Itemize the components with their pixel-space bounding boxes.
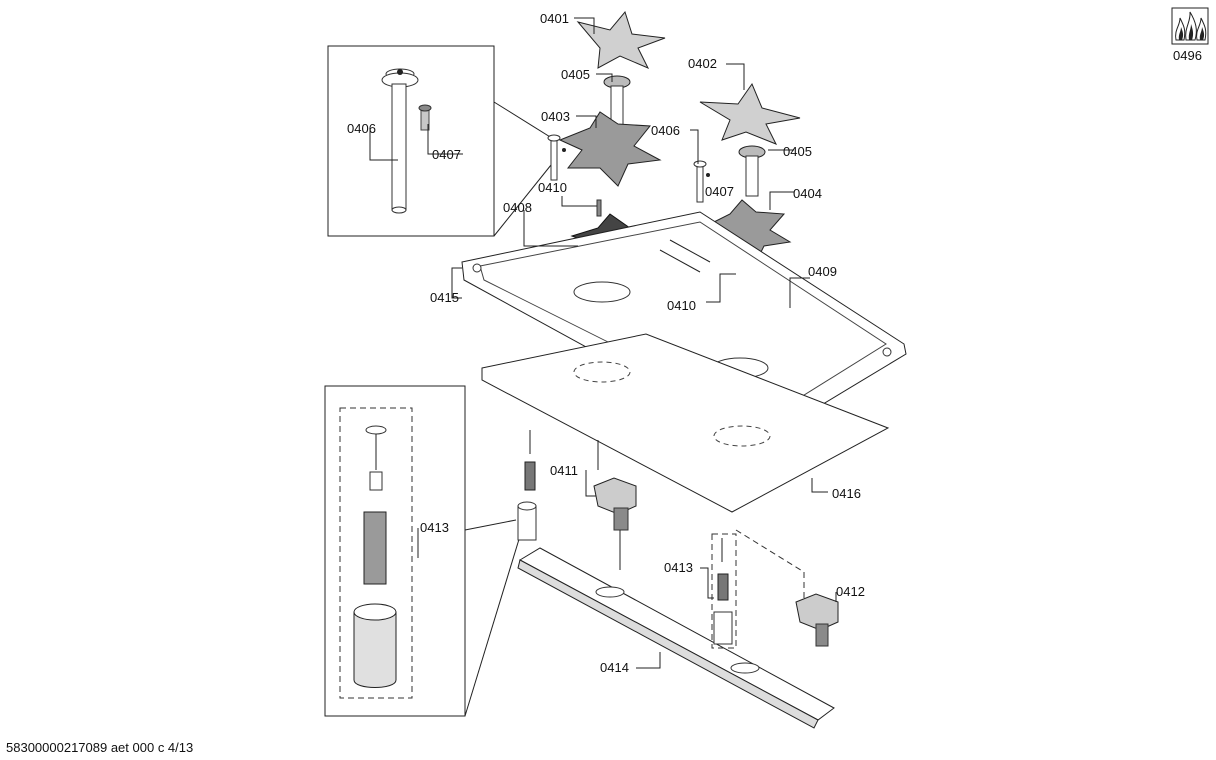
detail-box-injector	[327, 45, 556, 237]
label-0416: 0416	[832, 486, 861, 501]
label-0405-b: 0405	[783, 144, 812, 159]
thermocouple-set-b	[711, 533, 737, 649]
burner-crown-0405-b	[738, 145, 766, 197]
gas-tap-0411	[593, 477, 637, 570]
thermocouple-set-a	[517, 430, 537, 541]
label-0407-b: 0407	[705, 184, 734, 199]
label-0412: 0412	[836, 584, 865, 599]
label-0405-a: 0405	[561, 67, 590, 82]
burner-crown-0405-a	[603, 75, 631, 127]
label-0406-b: 0406	[651, 123, 680, 138]
label-0406-a: 0406	[347, 121, 376, 136]
label-0407-a: 0407	[432, 147, 461, 162]
flame-icon	[1171, 7, 1209, 45]
burner-head-0403	[558, 111, 662, 187]
label-0403: 0403	[541, 109, 570, 124]
burner-cap-0401	[576, 10, 666, 69]
document-reference: 58300000217089 aet 000 c 4/13	[6, 740, 194, 755]
icon-code: 0496	[1173, 48, 1202, 63]
label-0413-b: 0413	[664, 560, 693, 575]
label-0415: 0415	[430, 290, 459, 305]
injector-0406-a	[547, 134, 566, 181]
screw-0410-a	[596, 199, 602, 217]
bracket-0414	[517, 547, 835, 729]
detail-box-thermocouple	[324, 385, 521, 717]
injector-0406-b	[693, 160, 710, 203]
label-0413-a: 0413	[420, 520, 449, 535]
label-0404: 0404	[793, 186, 822, 201]
label-0414: 0414	[600, 660, 629, 675]
burner-cap-0402	[699, 82, 801, 145]
gasket-0416	[481, 333, 890, 513]
leader-lines	[369, 17, 837, 669]
label-0410-a: 0410	[538, 180, 567, 195]
label-0402: 0402	[688, 56, 717, 71]
gas-tap-0412	[735, 529, 839, 647]
label-0401: 0401	[540, 11, 569, 26]
label-0411: 0411	[550, 463, 578, 478]
label-0408: 0408	[503, 200, 532, 215]
label-0409: 0409	[808, 264, 837, 279]
label-0410-b: 0410	[667, 298, 696, 313]
